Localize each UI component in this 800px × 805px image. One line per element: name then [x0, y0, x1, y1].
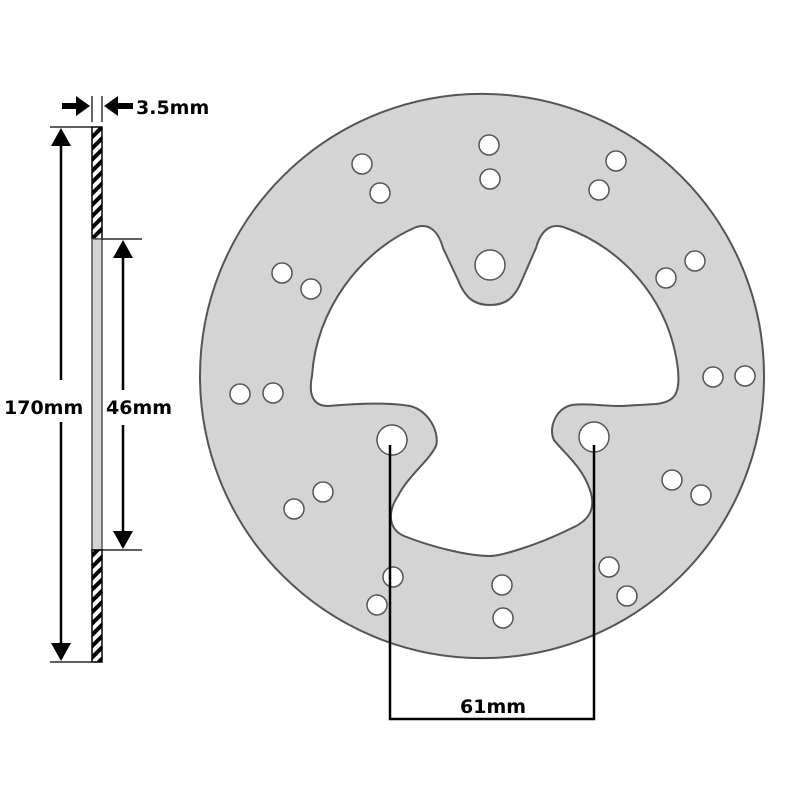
side-profile-hatch-top [91, 126, 103, 240]
vent-hole [598, 556, 620, 578]
vent-hole [702, 366, 724, 388]
vent-hole [366, 594, 388, 616]
vent-hole [588, 179, 610, 201]
outer-diameter-dimension: 170mm [4, 126, 92, 663]
vent-hole [382, 566, 404, 588]
vent-hole [605, 150, 627, 172]
outer-diameter-label: 170mm [4, 397, 83, 419]
vent-hole [300, 278, 322, 300]
vent-hole [229, 383, 251, 405]
vent-hole [271, 262, 293, 284]
inner-diameter-dimension: 46mm [102, 238, 172, 551]
thickness-label: 3.5mm [136, 97, 209, 119]
vent-hole [661, 469, 683, 491]
side-profile-hatch-bottom [91, 549, 103, 663]
vent-hole [479, 168, 501, 190]
vent-hole [492, 607, 514, 629]
arrow-up-icon [51, 128, 71, 146]
vent-hole [283, 498, 305, 520]
vent-hole [262, 382, 284, 404]
vent-hole [734, 365, 756, 387]
vent-hole [616, 585, 638, 607]
ventilation-holes [229, 134, 756, 629]
vent-hole [351, 153, 373, 175]
bolt-spacing-dimension [388, 445, 596, 721]
vent-hole [655, 267, 677, 289]
arrow-right-icon [76, 96, 90, 116]
arrow-down-icon [113, 531, 133, 549]
side-profile-hub [91, 238, 103, 551]
side-profile-view [91, 126, 103, 663]
vent-hole [491, 574, 513, 596]
inner-diameter-label: 46mm [106, 397, 172, 419]
vent-hole [312, 481, 334, 503]
disc-body [198, 93, 766, 659]
vent-hole [478, 134, 500, 156]
arrow-left-icon [104, 96, 118, 116]
vent-hole [690, 484, 712, 506]
bolt-hole-left [376, 424, 408, 456]
arrow-down-icon [51, 643, 71, 661]
vent-hole [684, 250, 706, 272]
arrow-up-icon [113, 240, 133, 258]
center-hole [474, 249, 506, 281]
disc-front-view [198, 93, 766, 659]
bolt-spacing-label: 61mm [460, 696, 526, 718]
vent-hole [369, 182, 391, 204]
thickness-dimension: 3.5mm [62, 96, 209, 122]
